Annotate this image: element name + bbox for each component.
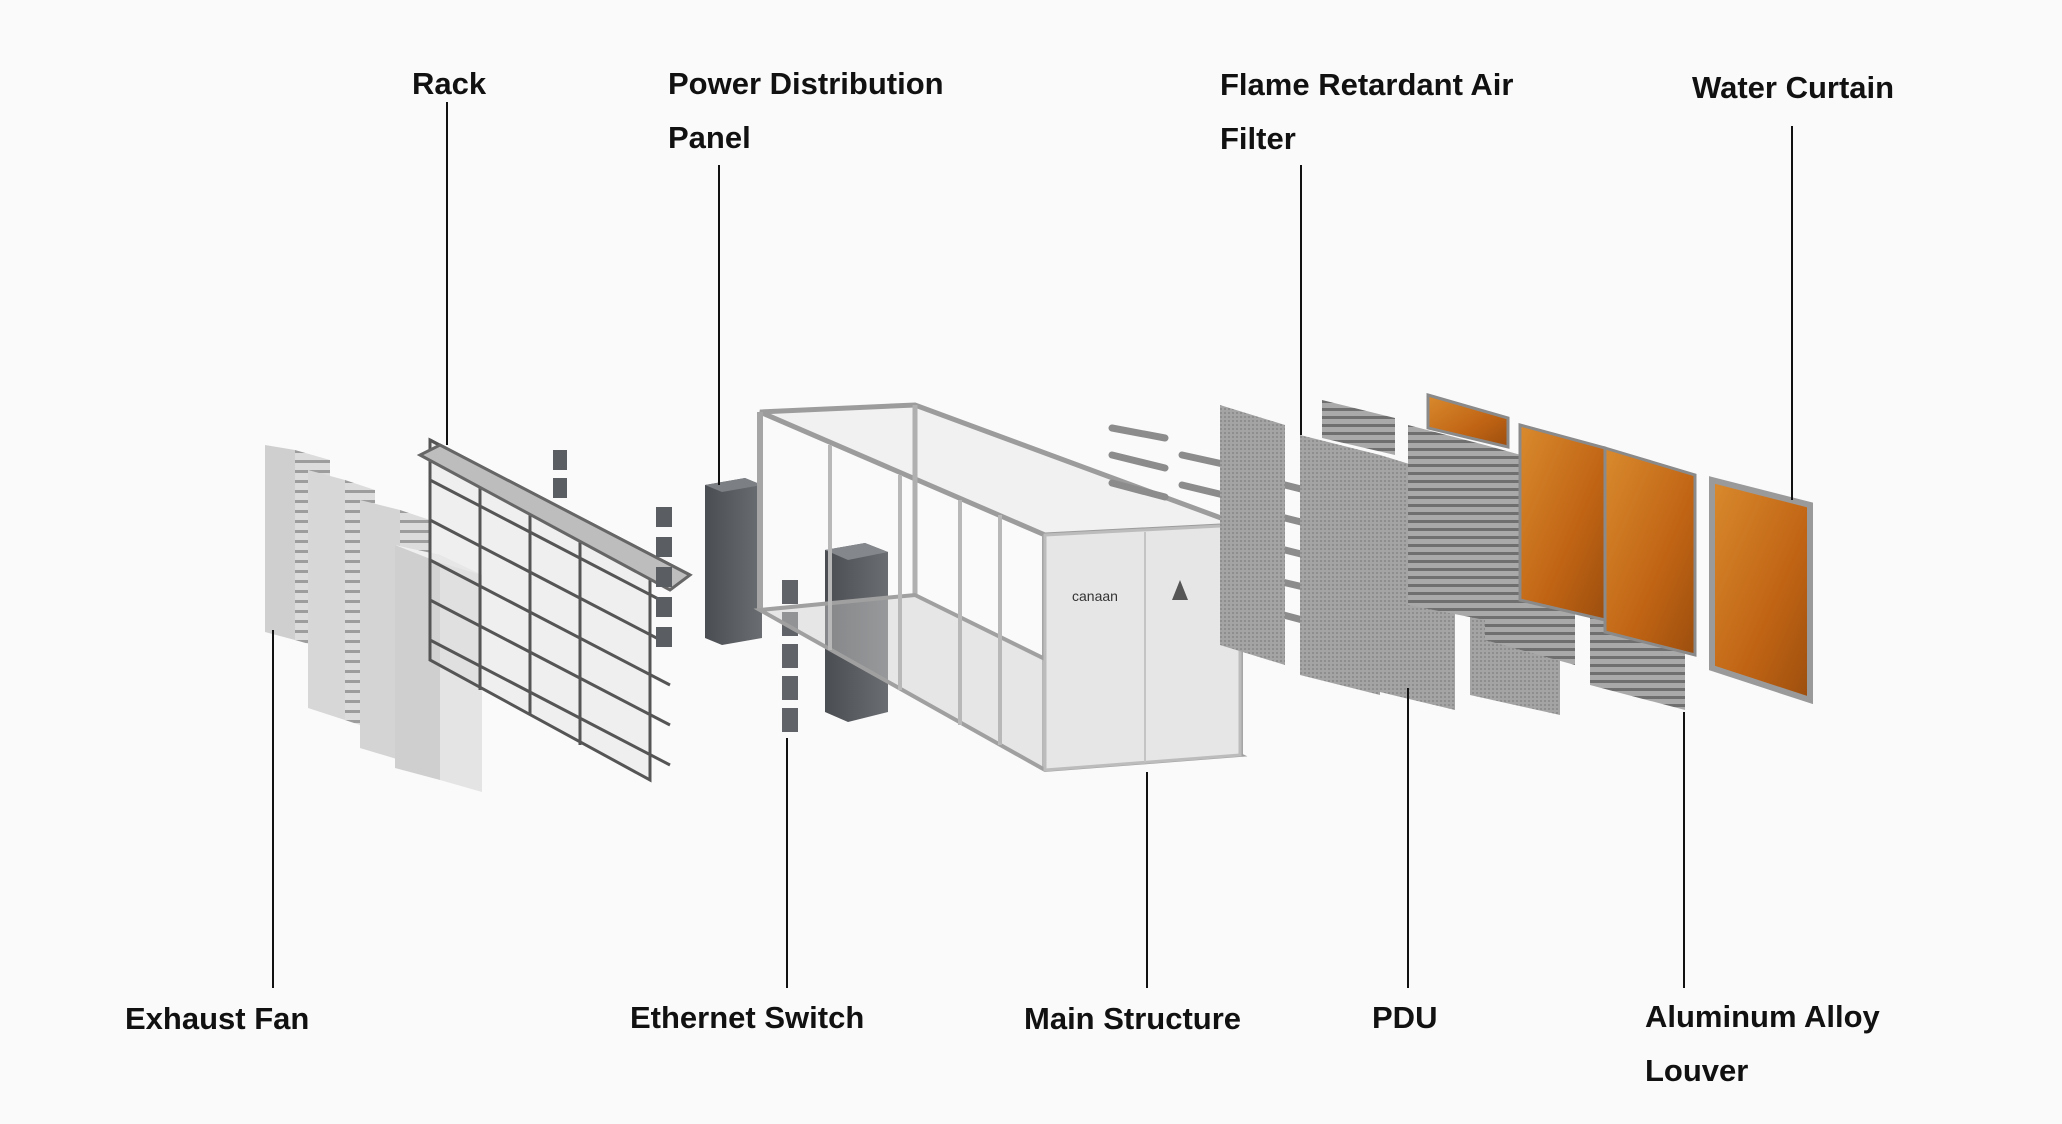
leader-line-rack [446,102,448,445]
label-line-2: Filter [1220,121,1296,156]
brand-logo: canaan [1072,588,1118,604]
leader-line-ethernet-switch [786,738,788,988]
switch-boxes-left [553,450,672,647]
main-structure-art [753,402,1248,773]
leader-line-exhaust-fan [272,630,274,988]
label-main-structure: Main Structure [1024,1001,1242,1036]
leader-line-louver [1683,712,1685,988]
ethernet-switch-art [782,580,798,732]
power-distribution-cabinet [705,478,762,645]
leader-line-main-structure [1146,772,1148,988]
label-pdu: PDU [1372,1000,1438,1035]
label-power-distribution-panel: Power Distribution Panel [668,57,944,165]
leader-line-pdu [1407,688,1409,988]
cabinet-art [825,543,888,722]
leader-line-power-distribution-panel [718,165,720,485]
label-line-2: Louver [1645,1053,1749,1088]
label-exhaust-fan: Exhaust Fan [125,1001,310,1036]
label-flame-retardant-air-filter: Flame Retardant Air Filter [1220,58,1513,166]
label-line-1: Flame Retardant Air [1220,67,1514,102]
label-line-1: Power Distribution [668,66,944,101]
label-line-1: Aluminum Alloy [1645,999,1880,1034]
water-curtain-art [1426,393,1813,705]
label-aluminum-alloy-louver: Aluminum Alloy Louver [1645,990,1880,1098]
exhaust-fan-art [265,445,482,792]
leader-line-water-curtain [1791,126,1793,500]
label-water-curtain: Water Curtain [1692,70,1895,105]
label-ethernet-switch: Ethernet Switch [630,1000,865,1035]
leader-line-air-filter [1300,165,1302,435]
label-line-2: Panel [668,120,751,155]
label-rack: Rack [412,66,487,101]
rack-art [416,437,693,783]
